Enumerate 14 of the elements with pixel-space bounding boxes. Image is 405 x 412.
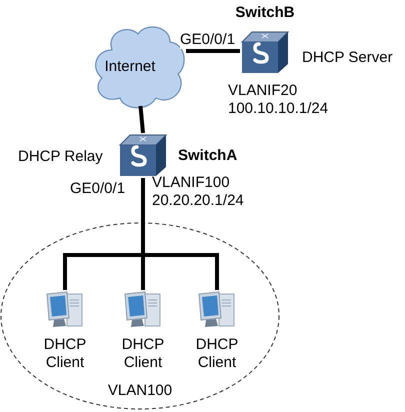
node-label: DHCP Client <box>120 336 166 372</box>
network-link <box>186 49 240 53</box>
role-label: DHCP Server <box>302 49 393 67</box>
node-label: DHCP Client <box>194 336 240 372</box>
device-name: SwitchA <box>178 147 238 165</box>
interface-label: VLANIF20 100.10.10.1/24 <box>228 82 330 118</box>
network-link <box>138 106 145 134</box>
node-label: DHCP Client <box>42 336 88 372</box>
node-label: VLAN100 <box>108 382 172 400</box>
port-label: GE0/0/1 <box>180 31 236 49</box>
interface-label: VLANIF100 20.20.20.1/24 <box>152 174 245 210</box>
device-name: SwitchB <box>235 4 295 22</box>
node-label: Internet <box>104 58 156 76</box>
role-label: DHCP Relay <box>18 148 103 166</box>
